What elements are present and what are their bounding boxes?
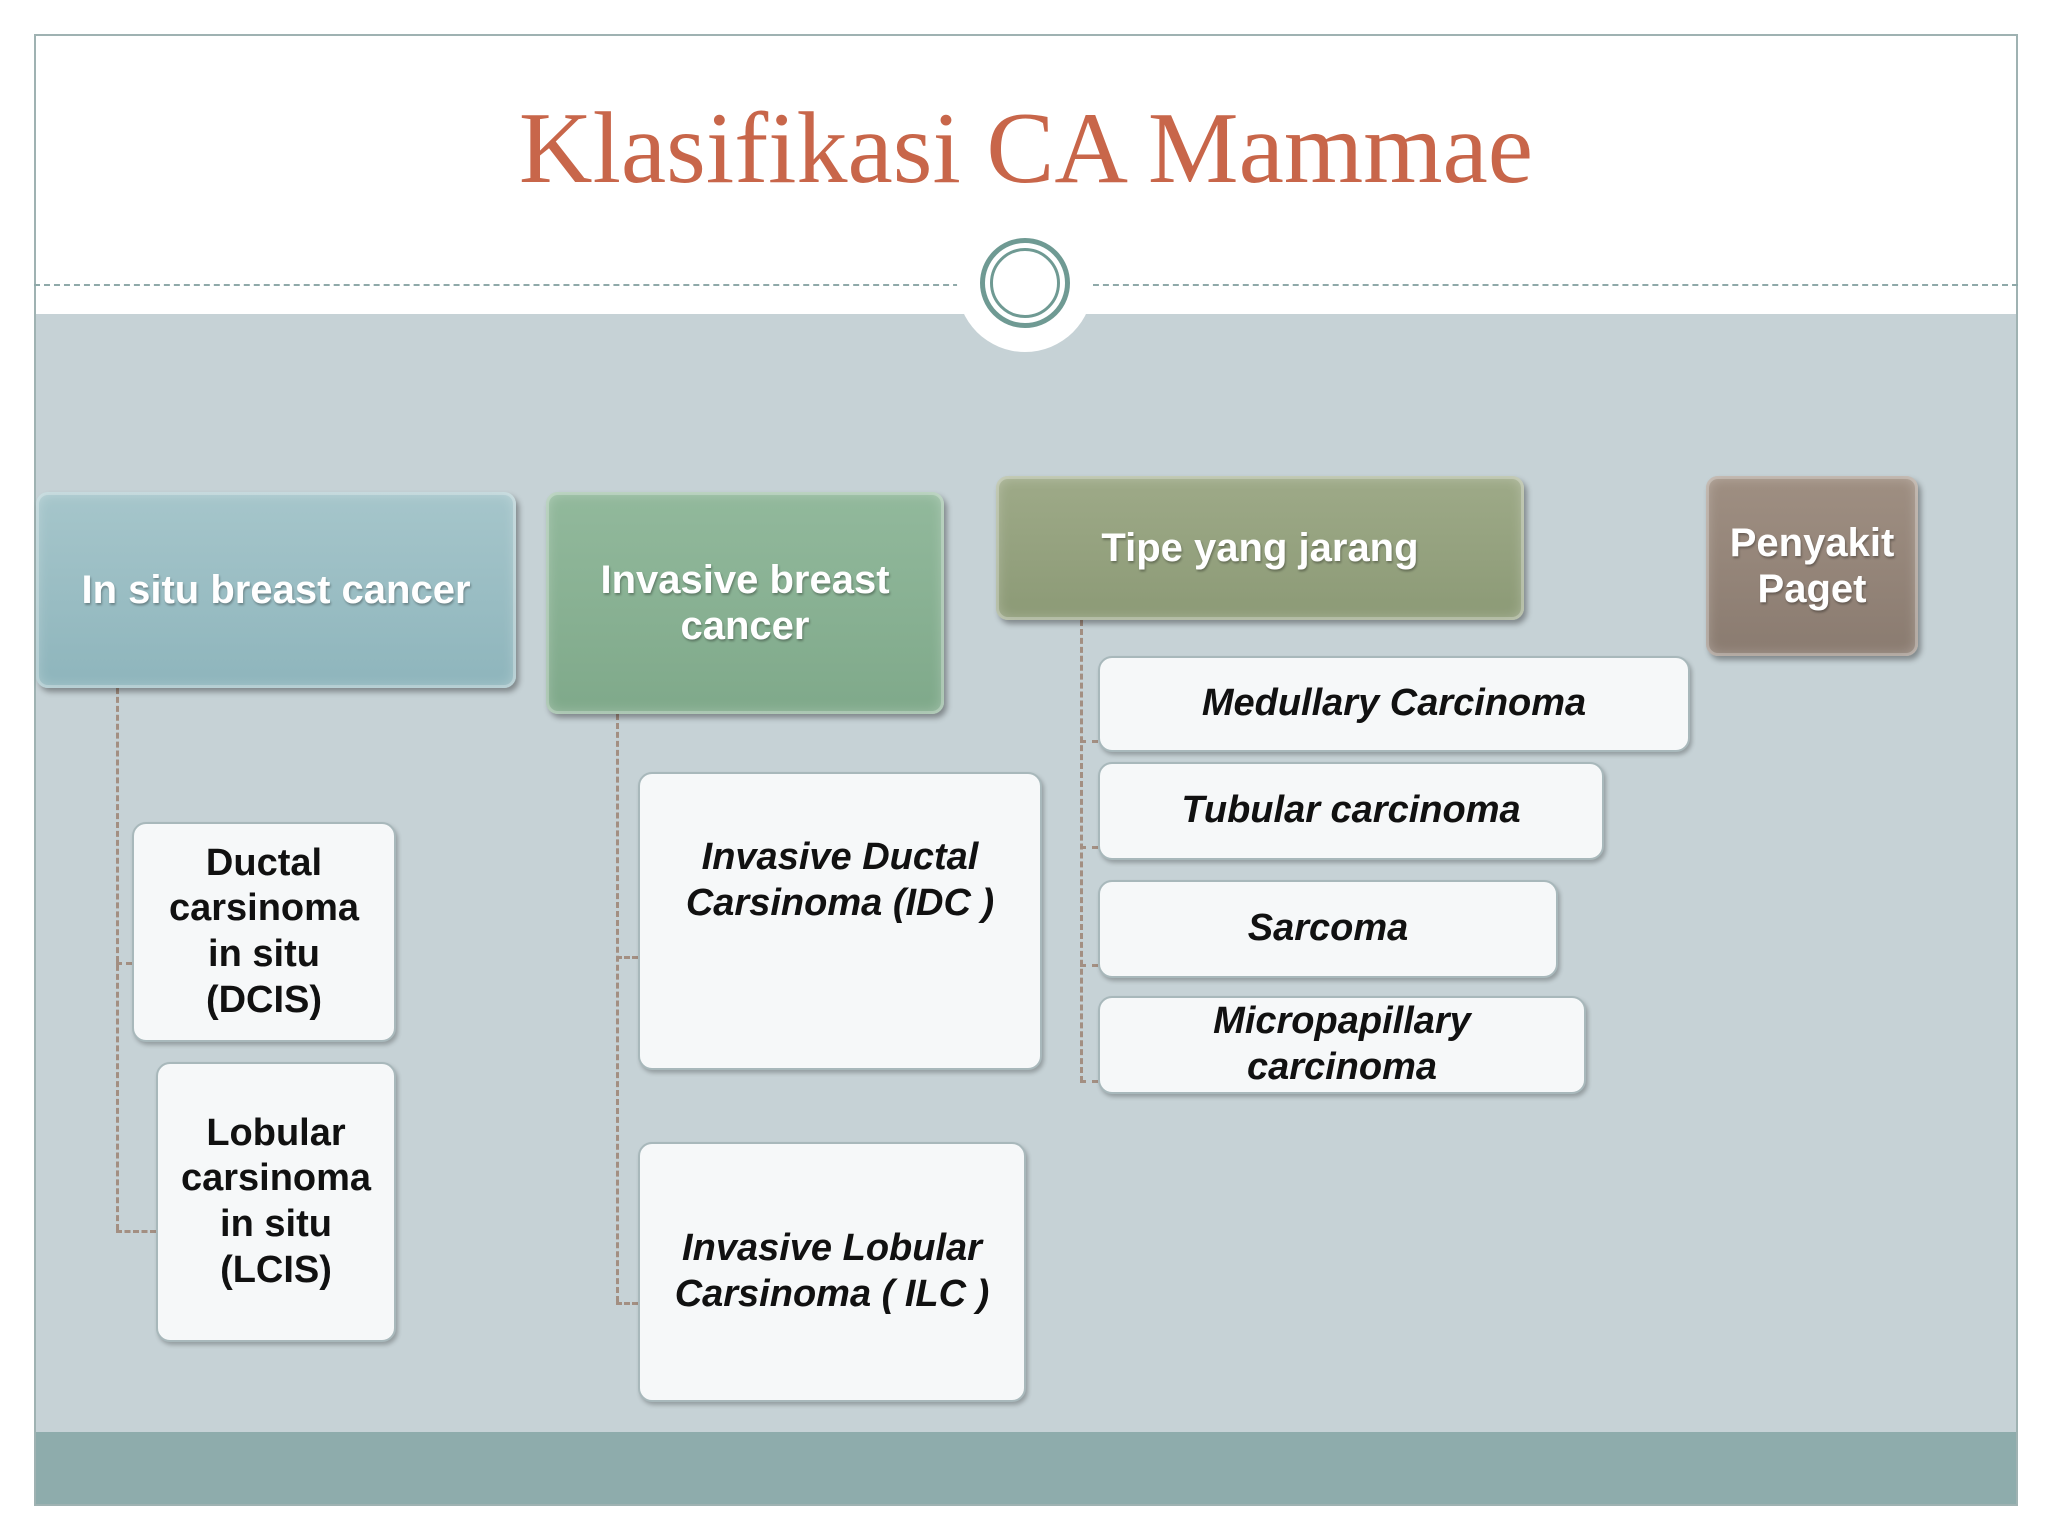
connector-rare-tubular (1080, 846, 1098, 849)
subtype-micropapillary: Micropapillary carcinoma (1098, 996, 1586, 1094)
subtype-dcis-line-4: (DCIS) (205, 978, 323, 1021)
subtype-ilc: Invasive Lobular Carsinoma ( ILC ) (638, 1142, 1026, 1402)
subtype-sarcoma-label: Sarcoma (1247, 907, 1409, 950)
category-in-situ: In situ breast cancer (36, 492, 516, 688)
connector-rare-medullary (1080, 740, 1098, 743)
subtype-lcis-line-4: (LCIS) (220, 1248, 332, 1291)
connector-in-situ-lcis (116, 1230, 156, 1233)
subtype-micropapillary-line-1: Micropapillary (1213, 1000, 1471, 1043)
subtype-dcis-line-3: in situ (208, 933, 320, 975)
category-invasive-label-line-1: Invasive breast (600, 558, 890, 602)
subtype-tubular-label: Tubular carcinoma (1181, 789, 1521, 832)
connector-invasive-ilc (616, 1302, 638, 1305)
subtype-idc-line-1: Invasive Ductal (701, 836, 979, 879)
subtype-tubular: Tubular carcinoma (1098, 762, 1604, 860)
footer-band (36, 1432, 2016, 1504)
subtype-micropapillary-line-2: carcinoma (1246, 1046, 1438, 1088)
connector-in-situ-dcis (116, 962, 132, 965)
subtype-idc-line-2: Carsinoma (IDC ) (685, 882, 995, 924)
subtype-lcis-line-3: in situ (220, 1203, 332, 1245)
subtype-lcis-line-1: Lobular (206, 1111, 346, 1154)
subtype-medullary: Medullary Carcinoma (1098, 656, 1690, 752)
subtype-idc: Invasive Ductal Carsinoma (IDC ) (638, 772, 1042, 1070)
subtype-medullary-label: Medullary Carcinoma (1201, 682, 1587, 725)
connector-rare-trunk (1080, 620, 1083, 1082)
subtype-ilc-line-1: Invasive Lobular (682, 1227, 982, 1270)
connector-rare-sarcoma (1080, 964, 1098, 967)
connector-in-situ-trunk (116, 688, 119, 1230)
category-paget-label-line-1: Penyakit (1729, 521, 1895, 565)
category-paget-label-line-2: Paget (1757, 567, 1867, 611)
subtype-dcis-line-1: Ductal (205, 841, 323, 884)
subtype-lcis: Lobular carsinoma in situ (LCIS) (156, 1062, 396, 1342)
subtype-dcis: Ductal carsinoma in situ (DCIS) (132, 822, 396, 1042)
category-invasive-label-line-2: cancer (680, 604, 810, 648)
subtype-lcis-line-2: carsinoma (180, 1157, 372, 1200)
connector-rare-micropapillary (1080, 1080, 1098, 1083)
connector-invasive-trunk (616, 714, 619, 1302)
subtype-sarcoma: Sarcoma (1098, 880, 1558, 978)
ornament-ring-inner-icon (990, 248, 1060, 318)
slide-title: Klasifikasi CA Mammae (518, 92, 1534, 205)
connector-invasive-idc (616, 956, 638, 959)
category-paget: Penyakit Paget (1706, 476, 1918, 656)
category-rare-types-label: Tipe yang jarang (1101, 526, 1419, 570)
category-invasive: Invasive breast cancer (546, 492, 944, 714)
subtype-ilc-line-2: Carsinoma ( ILC ) (674, 1273, 990, 1315)
category-rare-types: Tipe yang jarang (996, 476, 1524, 620)
category-in-situ-label: In situ breast cancer (81, 568, 471, 612)
subtype-dcis-line-2: carsinoma (168, 887, 360, 930)
